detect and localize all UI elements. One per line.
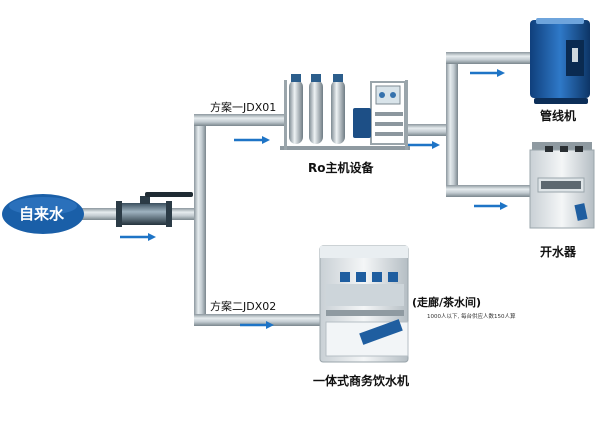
pipe-ro-out [404, 124, 452, 136]
boiler-label: 开水器 [540, 245, 577, 259]
flow-arrow-pipeline-machine [470, 69, 505, 77]
flow-arrow-plan2 [240, 321, 274, 329]
source-badge [2, 194, 84, 234]
pretreatment-tanks [289, 74, 345, 144]
location-annotation: (走廊/茶水间) [412, 296, 482, 309]
ro-system-label: Ro主机设备 [308, 161, 374, 175]
pipeline-machine-label: 管线机 [540, 109, 577, 123]
ro-control-rack [353, 81, 406, 145]
commercial-dispenser-unit [319, 245, 409, 363]
pipe-main-riser [194, 114, 206, 326]
plan2-label: 方案二JDX02 [210, 300, 277, 313]
flow-arrow-plan1 [234, 136, 270, 144]
ball-valve [116, 192, 193, 227]
plan1-label: 方案一JDX01 [210, 101, 277, 114]
flow-arrow-boiler [474, 202, 508, 210]
flow-arrow-inlet [120, 233, 156, 241]
pipeline-machine-unit [530, 18, 590, 104]
source-label: 自来水 [19, 205, 65, 223]
pipe-inlet [82, 208, 120, 220]
pipe-network [82, 52, 532, 326]
pipe-distribution-riser [446, 52, 458, 197]
pipe-valve-out [170, 208, 198, 220]
commercial-dispenser-label: 一体式商务饮水机 [313, 374, 410, 388]
pipe-to-boiler [446, 185, 532, 197]
pipe-to-pipeline-machine [446, 52, 532, 64]
pipe-branch-plan2 [194, 314, 326, 326]
pipe-branch-plan1 [194, 114, 284, 126]
ro-system-unit [280, 74, 410, 150]
flow-arrow-ro-out [405, 141, 440, 149]
boiler-unit [529, 142, 595, 229]
flow-arrows [120, 69, 508, 329]
valve-handle [145, 192, 193, 197]
capacity-note: 1000人以下, 每台供应人数150人算 [427, 314, 516, 320]
